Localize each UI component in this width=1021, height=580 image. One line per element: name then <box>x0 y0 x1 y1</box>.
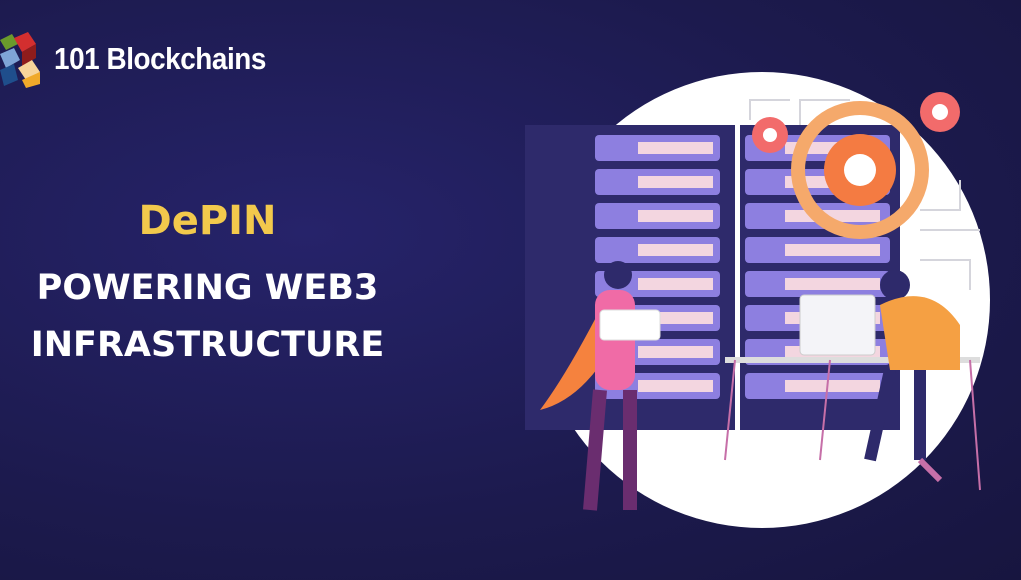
brand-name: 101 Blockchains <box>54 41 266 76</box>
subtitle-line-1: POWERING WEB3 <box>36 268 379 308</box>
gear-icon <box>752 92 960 239</box>
server-illustration <box>525 72 990 528</box>
subtitle-line-2: INFRASTRUCTURE <box>30 325 385 365</box>
woman-figure <box>540 261 661 511</box>
brand-logo: 101 Blockchains <box>0 30 289 88</box>
desk-scene <box>724 270 981 491</box>
title: DePIN <box>138 198 277 244</box>
cubes-logo-icon <box>0 32 40 88</box>
